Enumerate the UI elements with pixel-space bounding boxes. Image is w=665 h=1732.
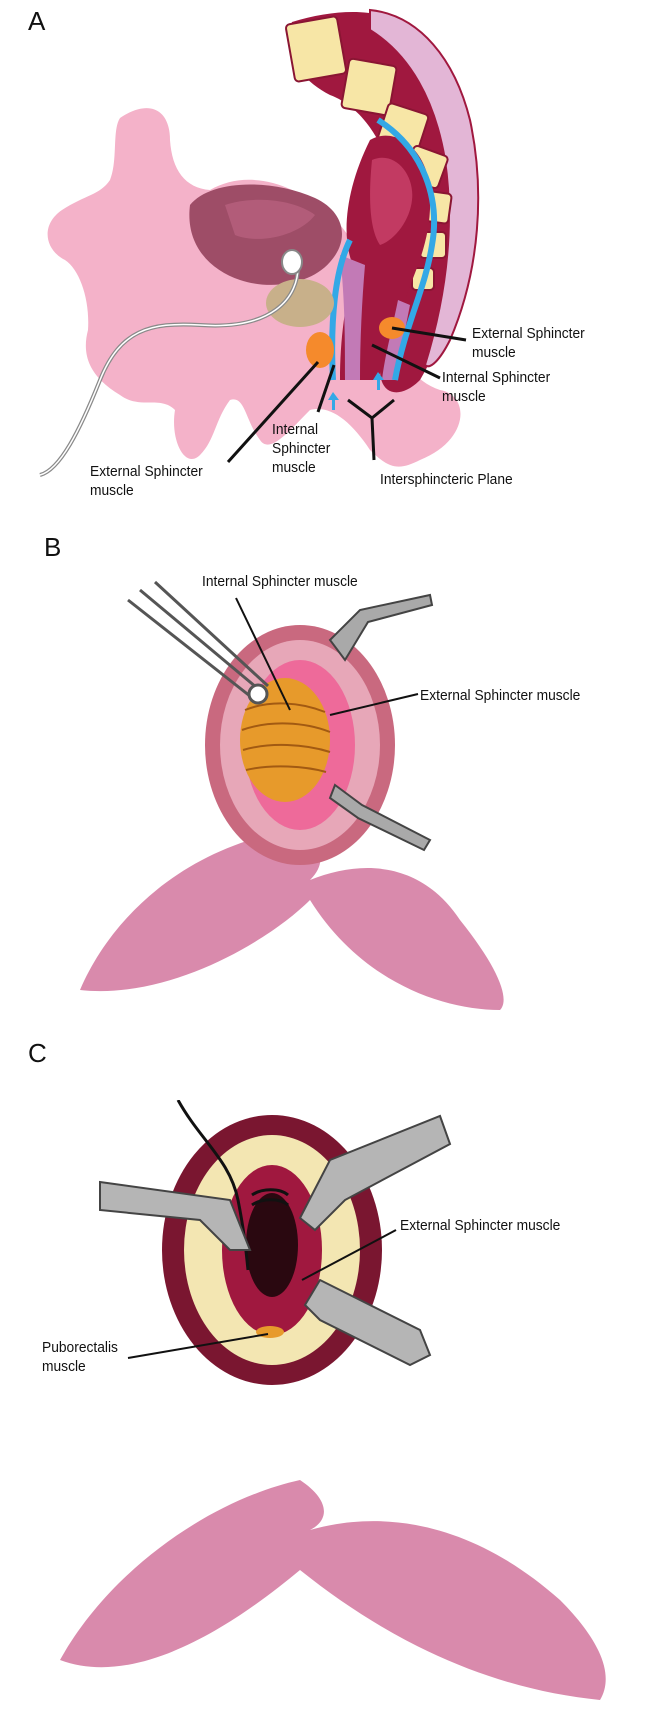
label-int-sphincter-right: Internal Sphincter muscle [442, 369, 551, 405]
panel-c-illustration [60, 1100, 606, 1700]
buttocks-b [80, 830, 504, 1010]
forceps-icon [127, 580, 270, 705]
panel-a-leader-lines [226, 326, 467, 464]
panel-a-sagittal-diagram: A [0, 0, 665, 560]
label-int-sphincter-center: Internal Sphincter muscle [272, 421, 331, 476]
label-ext-sphincter-left: External Sphincter muscle [90, 463, 203, 499]
blue-plane-left [329, 238, 353, 381]
panel-letter-b: B [44, 532, 62, 562]
retractor-icon [99, 1114, 452, 1367]
internal-sphincter-a-right [382, 300, 410, 380]
prostate [266, 279, 334, 327]
label-ext-sphincter-right: External Sphincter muscle [472, 325, 585, 361]
label-internal-sphincter-b: Internal Sphincter muscle [202, 573, 358, 590]
label-external-sphincter-c: External Sphincter muscle [400, 1217, 561, 1234]
buttocks-c [60, 1480, 606, 1700]
label-intersphincteric-plane: Intersphincteric Plane [380, 471, 513, 488]
retractor-icon [328, 593, 434, 852]
arrows [328, 372, 384, 410]
label-puborectalis-c: Puborectalis muscle [42, 1339, 118, 1375]
panel-c-leader-lines [127, 1229, 397, 1359]
sacrum-back [369, 8, 480, 368]
internal-sphincter-b [240, 678, 330, 802]
panel-c-operative-view: C External Sphincter muscle Puborectalis… [0, 1038, 665, 1732]
panel-b-operative-view: B Internal [0, 532, 665, 1100]
panel-b-leader-lines [235, 597, 419, 716]
blue-plane-right [376, 117, 438, 381]
catheter-icon [39, 249, 303, 477]
external-sphincter-left [306, 332, 334, 368]
internal-sphincter-a [340, 255, 365, 380]
panel-letter-a: A [28, 6, 46, 36]
panel-b-illustration [80, 580, 504, 1010]
rectum-folds [370, 157, 413, 245]
sagittal-pelvis-illustration [39, 8, 480, 477]
panel-letter-c: C [28, 1038, 47, 1068]
label-external-sphincter-b: External Sphincter muscle [420, 687, 581, 704]
